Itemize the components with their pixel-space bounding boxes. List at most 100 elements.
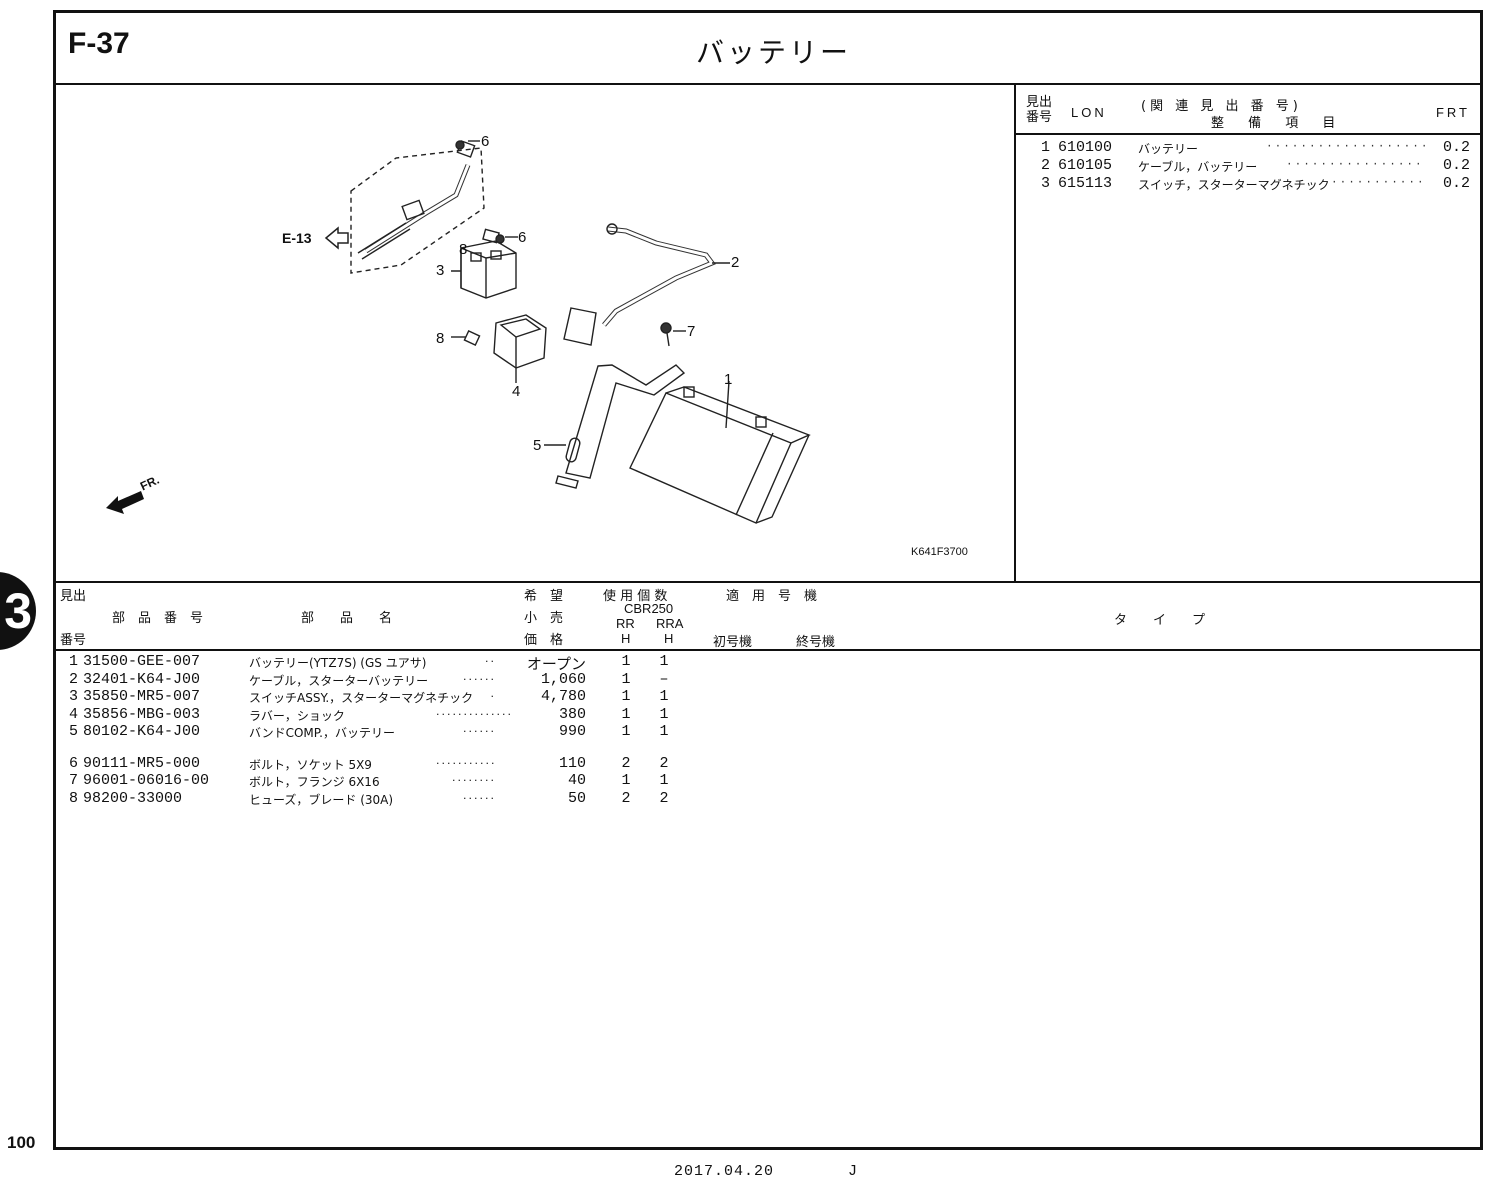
qty-rr: 1 [621,670,631,688]
row-no: 4 [68,705,78,723]
header-applicable: 適 用 号 機 [726,589,818,604]
qty-rra: 2 [659,789,669,807]
part-name: ボルト，ソケット 5X9 [249,757,372,772]
footer-date: 2017.04.20 [674,1163,775,1180]
lon-header-midashi: 見出 番号 [1026,95,1052,125]
callout-5: 5 [533,437,542,454]
leader-dots: ······ [463,725,496,738]
table-row: 3 35850-MR5-007 スイッチASSY.，スターターマグネチック · … [56,688,756,706]
part-name: ヒューズ，ブレード (30A) [249,792,394,807]
row-no: 8 [68,789,78,807]
header-h2: H [664,631,674,646]
part-name: ラバー，ショック [249,708,345,723]
lon-header-frt: FRT [1435,105,1470,120]
lon-row-no: 2 [1040,157,1050,174]
lon-table-header: 見出 番号 LON (関 連 見 出 番 号) 整 備 項 目 FRT [1016,83,1480,135]
part-number: 90111-MR5-000 [83,754,201,772]
leader-dots: ······ [463,672,496,686]
qty-rr: 2 [621,754,631,772]
leader-dots: ········································… [1286,159,1425,171]
table-row: 5 80102-K64-J00 バンドCOMP.，バッテリー ······ 99… [56,723,756,741]
header-part-name: 部 品 名 [301,611,393,626]
part-name: バンドCOMP.，バッテリー [249,726,395,740]
lon-row: 3 615113 スイッチ，スターターマグネチック ··············… [1016,175,1480,193]
row-no: 1 [68,653,78,670]
callout-2: 2 [731,254,740,271]
table-row: 8 98200-33000 ヒューズ，ブレード (30A) ······ 50 … [56,790,756,808]
row-no: 7 [68,772,78,789]
qty-rra: – [659,670,669,688]
parts-table-header: 見出 番号 部 品 番 号 部 品 名 希 望 小 売 価 格 使 用 個 数 … [56,583,1480,651]
header-price-3: 価 格 [524,633,564,648]
lon-row-frt: 0.2 [1442,139,1470,156]
part-number: 31500-GEE-007 [83,653,201,670]
callout-8: 8 [436,330,445,347]
header-midashi-2: 番号 [60,633,87,648]
lon-table-body: 1 610100 バッテリー ·························… [1016,139,1480,193]
lon-row-no: 1 [1040,139,1050,156]
catalog-page-frame: F-37 バッテリー [53,10,1483,1150]
header-rra: RRA [656,616,684,631]
qty-rra: 1 [659,723,669,740]
qty-rr: 2 [621,789,631,807]
header-rr: RR [616,616,635,631]
leader-dots: ··········· [436,756,497,770]
header-h1: H [621,631,631,646]
lon-row-no: 3 [1040,175,1050,192]
qty-rr: 1 [621,772,631,789]
lon-header-lon: LON [1071,105,1107,120]
qty-rr: 1 [621,723,631,740]
part-number: 35850-MR5-007 [83,688,201,705]
qty-rr: 1 [621,653,631,670]
qty-rr: 1 [621,705,631,723]
header-text: 番号 [1026,110,1053,125]
leader-dots: ········································… [1266,141,1425,153]
battery-exploded-view [106,140,811,524]
price: 40 [567,772,586,789]
lon-row-frt: 0.2 [1442,175,1470,192]
reference-label: E-13 [282,230,312,246]
page-number: 100 [7,1133,36,1152]
price: 1,060 [540,670,586,688]
lon-row: 1 610100 バッテリー ·························… [1016,139,1480,157]
lon-row-code: 610105 [1058,157,1113,174]
table-row: 6 90111-MR5-000 ボルト，ソケット 5X9 ···········… [56,755,756,773]
row-no: 2 [68,670,78,688]
part-name: スイッチASSY.，スターターマグネチック [249,691,474,705]
price: オープン [526,657,586,674]
row-no: 3 [68,688,78,705]
part-name: ボルト，フランジ 6X16 [249,775,380,789]
header-type: タ イ プ [1114,613,1206,628]
callout-3: 3 [436,262,445,279]
footer-language-code: J [848,1163,858,1180]
header-qty-title: 使 用 個 数 [603,589,668,604]
qty-rra: 1 [659,688,669,705]
lon-row-code: 610100 [1058,139,1113,156]
lon-row-item: ケーブル，バッテリー [1138,160,1258,174]
lon-row-frt: 0.2 [1442,157,1470,174]
price: 50 [567,789,586,807]
lon-table: 見出 番号 LON (関 連 見 出 番 号) 整 備 項 目 FRT 1 61… [1016,83,1480,583]
header-price-2: 小 売 [524,611,564,626]
lon-header-item: 整 備 項 目 [1211,116,1336,131]
page-header: F-37 バッテリー [56,13,1480,85]
lon-row-code: 615113 [1058,175,1113,192]
callout-8: 8 [459,241,468,258]
figure-number: F-37 [68,27,130,60]
header-text: 見出 [1026,95,1053,110]
parts-table-body: 1 31500-GEE-007 バッテリー(YTZ7S) (GS ユアサ) ··… [56,653,756,807]
part-number: 98200-33000 [83,789,183,807]
leader-dots: ······ [463,791,496,805]
page-title: バッテリー [696,36,852,69]
illustration-code: K641F3700 [911,546,968,558]
callout-4: 4 [512,383,521,400]
table-row: 7 96001-06016-00 ボルト，フランジ 6X16 ········ … [56,772,756,790]
header-midashi-1: 見出 [60,589,87,604]
leader-dots: · [490,690,496,703]
callout-6: 6 [481,133,490,150]
exploded-diagram: 6 6 8 3 2 7 8 4 1 5 E-13 FR. K641F3700 [56,83,1016,583]
header-first-frame: 初号機 [713,635,753,650]
qty-rra: 1 [659,653,669,670]
row-no: 6 [68,754,78,772]
part-number: 35856-MBG-003 [83,705,201,723]
